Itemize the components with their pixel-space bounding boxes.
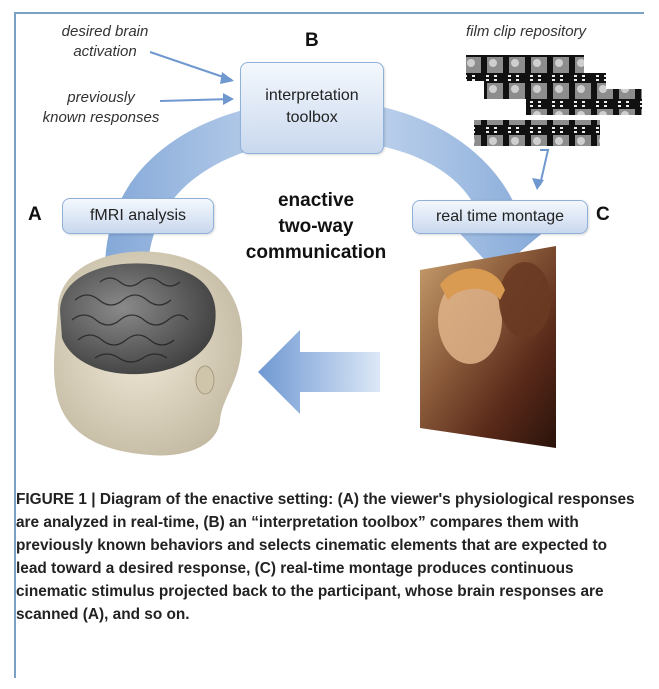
previous-responses-label: previously known responses [36,88,166,128]
figure-frame [14,12,644,678]
feedback-arrow [258,330,380,414]
enactive-communication-label: enactive two-way communication [236,188,396,266]
desired-line-1: desired brain [61,23,149,40]
letter-a: A [28,204,42,225]
diagram-canvas [53,51,642,456]
film-strips [466,55,642,146]
brain-head-image [53,251,243,456]
toolbox-line-1: interpretation [265,87,359,104]
desired-activation-label: desired brain activation [50,22,160,62]
interpretation-toolbox-box: interpretation toolbox [240,62,384,154]
cycle-arc-arrow [105,100,552,272]
letter-b: B [305,30,319,51]
toolbox-line-2: toolbox [286,109,338,126]
center-line-2: two-way [278,216,354,237]
figure-caption: FIGURE 1 | Diagram of the enactive setti… [16,491,635,623]
input-arrows [149,51,550,186]
previous-line-1: previously [67,89,135,106]
letter-c: C [596,204,610,225]
center-line-1: enactive [277,190,355,211]
fmri-analysis-box: fMRI analysis [62,198,214,234]
previous-line-2: known responses [42,109,160,126]
desired-line-2: activation [73,43,137,60]
film-repository-label: film clip repository [466,23,587,40]
real-time-montage-box: real time montage [412,200,588,234]
center-line-3: communication [245,242,387,263]
projected-film-image [420,246,556,448]
